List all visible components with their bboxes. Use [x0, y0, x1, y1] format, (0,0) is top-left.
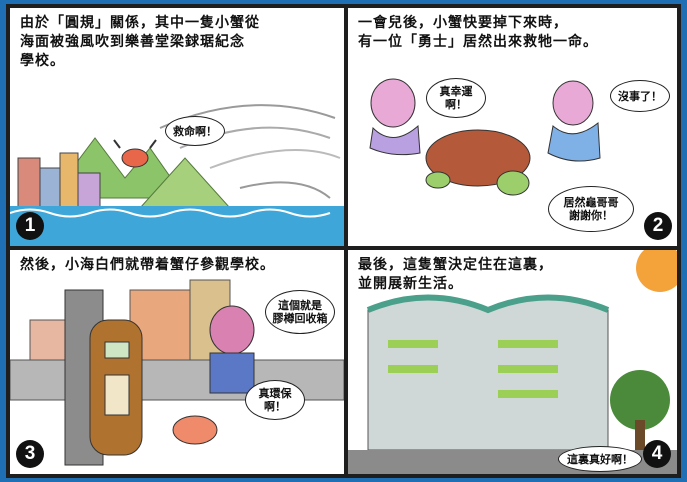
panel-2-speech-bubble-3: 居然龜哥哥 謝謝你！ — [548, 186, 634, 232]
panel-3-illustration — [10, 279, 344, 466]
panel-1-speech-bubble: 救命啊！ — [165, 116, 225, 146]
panel-3-caption: 然後，小海白們就帶着蟹仔參觀學校。 — [20, 257, 275, 273]
panel-1-number: 1 — [16, 212, 44, 240]
panel-2-speech-bubble-2: 沒事了！ — [610, 80, 670, 112]
comic-sheet: 由於「圓規」關係，其中一隻小蟹從 海面被強風吹到樂善堂梁銶琚紀念 學校。 救命啊… — [6, 4, 681, 478]
panel-3-number: 3 — [16, 440, 44, 468]
comic-panel-1: 由於「圓規」關係，其中一隻小蟹從 海面被強風吹到樂善堂梁銶琚紀念 學校。 救命啊… — [10, 8, 344, 246]
panel-4-caption: 最後，這隻蟹決定住在這裏， 並開展新生活。 — [358, 257, 553, 292]
panel-3-speech-bubble-1: 這個就是 膠樽回收箱 — [265, 290, 335, 334]
panel-1-illustration — [10, 104, 344, 246]
panel-1-caption: 由於「圓規」關係，其中一隻小蟹從 海面被強風吹到樂善堂梁銶琚紀念 學校。 — [20, 15, 260, 69]
panel-4-number: 4 — [643, 440, 671, 468]
panel-3-speech-bubble-2: 真環保 啊！ — [245, 380, 305, 420]
panel-4-speech-bubble: 這裏真好啊！ — [558, 446, 642, 472]
panel-2-speech-bubble-1: 真幸運 啊！ — [426, 78, 486, 118]
panel-2-caption: 一會兒後，小蟹快要掉下來時， 有一位「勇士」居然出來救牠一命。 — [358, 15, 598, 50]
panel-2-illustration — [369, 78, 601, 196]
comic-panel-4: 最後，這隻蟹決定住在這裏， 並開展新生活。 這裏真好啊！ 4 — [348, 250, 677, 474]
panel-2-number: 2 — [644, 212, 672, 240]
panel-4-illustration — [348, 250, 677, 474]
comic-panel-3: 然後，小海白們就帶着蟹仔參觀學校。 這個就是 膠樽回收箱 真環保 啊！ 3 — [10, 250, 344, 474]
comic-panel-2: 一會兒後，小蟹快要掉下來時， 有一位「勇士」居然出來救牠一命。 真幸運 啊！ 沒… — [348, 8, 677, 246]
